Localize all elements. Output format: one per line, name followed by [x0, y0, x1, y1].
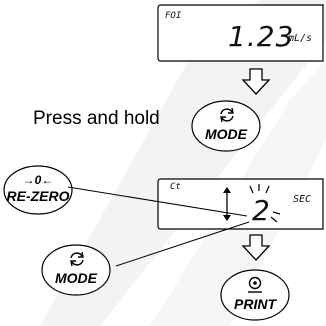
top-mode-code: FOI: [165, 11, 182, 21]
button-outline: [41, 244, 111, 296]
button-outline: [191, 100, 261, 152]
cycle-arrows-icon: [70, 251, 84, 267]
rezero-symbol: →0←: [22, 173, 54, 187]
bottom-mode-code: Ct: [170, 182, 181, 192]
print-button-label: PRINT: [234, 296, 276, 312]
top-unit: mL/s: [288, 33, 313, 44]
mode-button-left[interactable]: MODE: [40, 243, 112, 297]
button-outline: [3, 165, 73, 215]
top-value: 1.23: [228, 20, 295, 53]
rezero-button[interactable]: →0← RE-ZERO: [2, 164, 74, 216]
blink-rays-icon: [249, 184, 281, 223]
down-arrow-icon: [241, 234, 271, 261]
mode-button-top-label: MODE: [205, 126, 247, 142]
bottom-digit: 2: [252, 194, 271, 227]
bottom-display: [157, 178, 324, 230]
top-display: [157, 4, 324, 62]
rezero-button-label: RE-ZERO: [6, 188, 70, 204]
print-button[interactable]: PRINT: [219, 268, 291, 322]
mode-button-left-label: MODE: [55, 270, 97, 286]
up-down-arrow-icon: [223, 187, 231, 221]
button-outline: [220, 269, 290, 321]
cycle-arrows-icon: [220, 107, 234, 123]
print-dot-icon: [248, 276, 262, 293]
down-arrow-icon: [241, 68, 271, 95]
press-and-hold-instruction: Press and hold: [33, 108, 160, 129]
mode-button-top[interactable]: MODE: [190, 99, 262, 153]
bottom-unit: SEC: [293, 194, 312, 205]
